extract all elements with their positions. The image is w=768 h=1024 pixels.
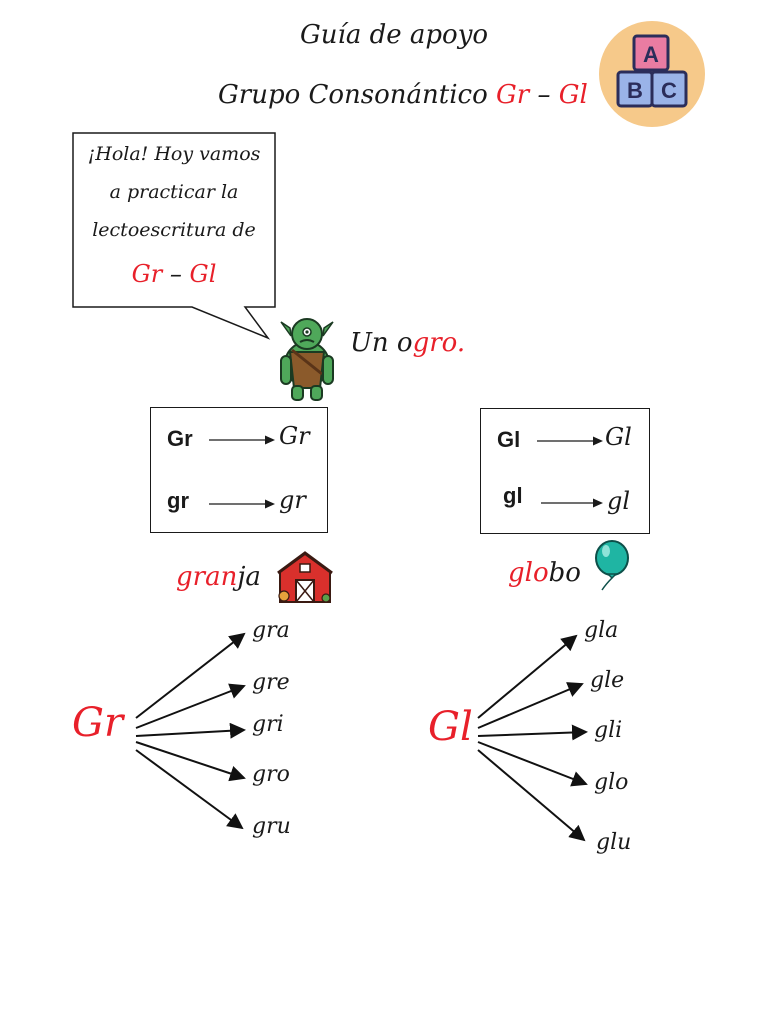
page-subtitle: Grupo Consonántico Gr – Gl [218, 80, 588, 110]
bubble-gl: Gl [189, 260, 217, 288]
gr-upper-script: Gr [279, 422, 310, 450]
gl-arrow-gli [477, 724, 588, 741]
gr-syllable-gre: gre [252, 670, 290, 695]
gr-syllable-gri: gri [252, 712, 284, 737]
block-c-label: C [661, 78, 677, 103]
gl-arrow-glo [477, 741, 588, 787]
bubble-line-3: lectoescritura de [92, 219, 256, 241]
subtitle-gr: Gr [496, 80, 530, 110]
gl-lower-print: gl [503, 483, 523, 508]
gr-upper-arrow-icon [209, 435, 275, 445]
gr-arrow-gre [135, 683, 246, 729]
word-granja-highlight: gran [176, 562, 238, 592]
barn-icon [276, 550, 334, 604]
gr-syllable-gra: gra [252, 618, 290, 643]
page-title: Guía de apoyo [300, 20, 489, 50]
subtitle-gl: Gl [558, 80, 588, 110]
word-globo-rest: bo [548, 558, 581, 588]
balloon-icon [588, 540, 632, 592]
gl-syllable-gli: gli [594, 718, 623, 743]
bubble-text: ¡Hola! Hoy vamos a practicar la lectoesc… [74, 135, 274, 299]
word-globo-highlight: glo [508, 558, 549, 588]
gr-arrow-gri [135, 722, 246, 739]
bubble-line-4: Gr – Gl [74, 249, 274, 299]
gr-root-label: Gr [72, 700, 124, 746]
ogre-caption-highlight: gro [412, 328, 457, 358]
ogre-caption: Un ogro. [350, 328, 465, 358]
gl-root-label: Gl [428, 704, 473, 750]
ogre-caption-suffix: . [456, 328, 466, 358]
gr-correspondence-box: Gr Gr gr gr [150, 407, 328, 533]
word-globo: globo [508, 558, 581, 588]
ogre-icon [276, 316, 338, 402]
gl-syllable-gla: gla [584, 618, 619, 643]
gr-lower-script: gr [279, 486, 306, 514]
gr-syllable-gro: gro [252, 762, 290, 787]
gl-syllable-gle: gle [590, 668, 625, 693]
gr-syllable-gru: gru [252, 814, 291, 839]
gr-arrow-gru [135, 749, 244, 830]
gl-upper-arrow-icon [537, 436, 603, 446]
gl-upper-print: Gl [497, 427, 521, 452]
word-granja: granja [176, 562, 261, 592]
abc-blocks-icon: A B C [598, 20, 706, 128]
gr-upper-print: Gr [167, 426, 193, 451]
gr-arrow-gra [135, 632, 246, 719]
gl-upper-script: Gl [605, 423, 632, 451]
block-a-label: A [643, 42, 659, 67]
gl-correspondence-box: Gl Gl gl gl [480, 408, 650, 534]
gl-lower-arrow-icon [541, 498, 603, 508]
gl-arrow-gla [477, 634, 578, 719]
bubble-dash: – [169, 260, 182, 288]
bubble-line-2: a practicar la [109, 181, 239, 203]
subtitle-dash: – [537, 80, 551, 110]
gl-lower-script: gl [607, 487, 631, 515]
gl-arrow-glu [477, 749, 586, 842]
gl-arrow-gle [477, 682, 584, 729]
block-b-label: B [627, 78, 643, 103]
subtitle-prefix: Grupo Consonántico [218, 80, 488, 110]
gl-syllable-glu: glu [596, 830, 632, 855]
gr-arrow-gro [135, 741, 246, 782]
gr-lower-print: gr [167, 488, 189, 513]
word-granja-rest: ja [237, 562, 261, 592]
speech-bubble [72, 132, 276, 340]
bubble-line-1: ¡Hola! Hoy vamos [87, 143, 261, 165]
ogre-caption-prefix: Un o [350, 328, 413, 358]
bubble-gr: Gr [131, 260, 163, 288]
gr-lower-arrow-icon [209, 499, 275, 509]
gl-syllable-glo: glo [594, 770, 629, 795]
